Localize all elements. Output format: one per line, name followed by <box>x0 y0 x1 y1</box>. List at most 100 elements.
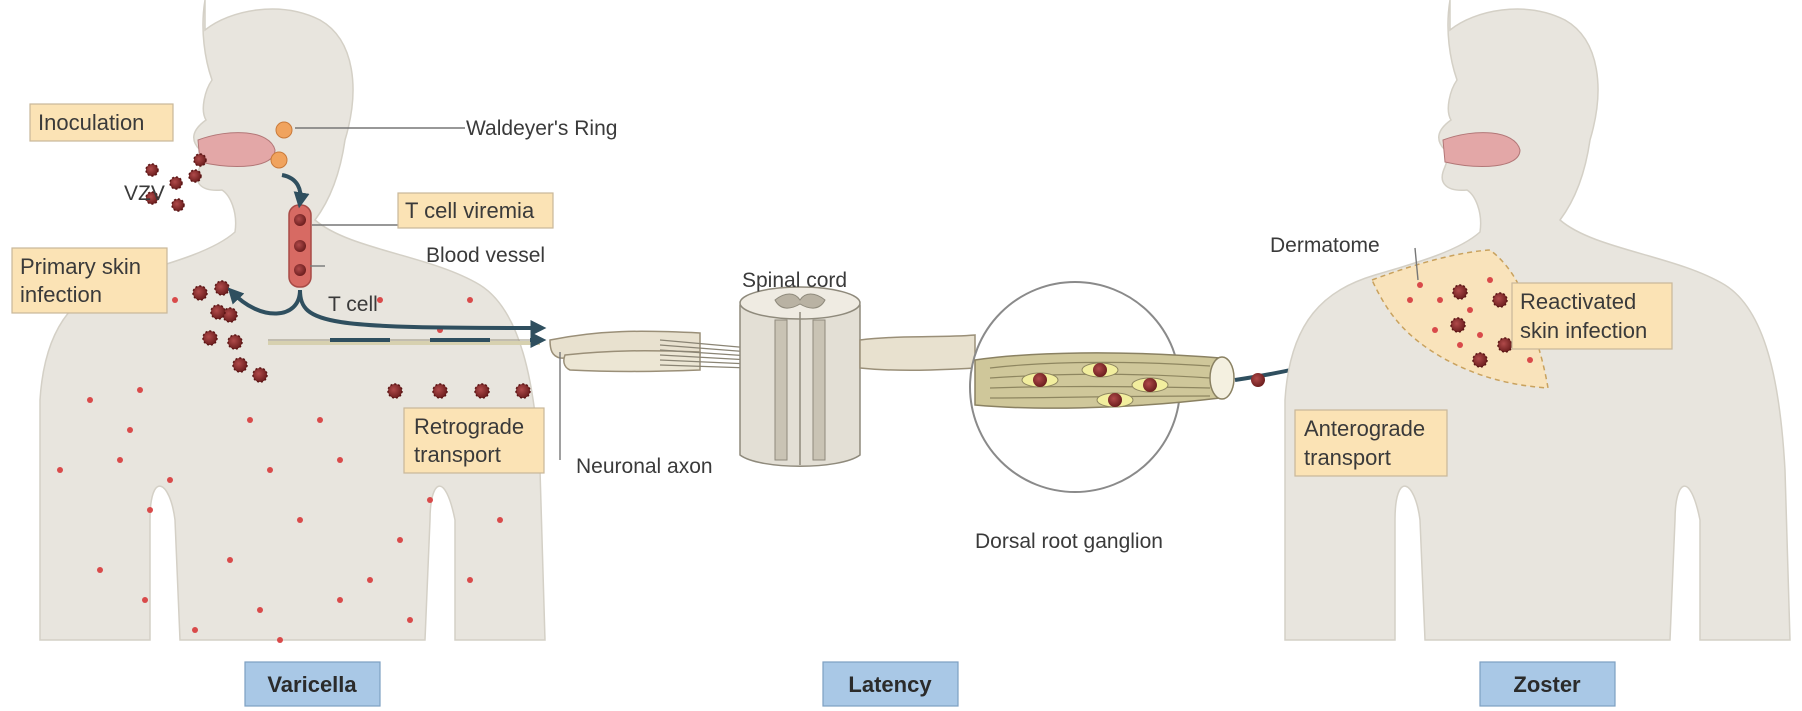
skin-spot <box>407 617 413 623</box>
label-spinal-cord: Spinal cord <box>742 269 847 292</box>
right-oral-cavity <box>1443 133 1520 167</box>
svg-text:Zoster: Zoster <box>1513 672 1581 697</box>
dermatome-spot <box>1527 357 1533 363</box>
skin-spot <box>267 467 273 473</box>
dermatome-spot <box>1407 297 1413 303</box>
axon-virion <box>475 384 489 398</box>
label-anterograde-transport: Anterograde transport <box>1295 410 1447 476</box>
skin-virion <box>215 281 229 295</box>
skin-spot <box>257 607 263 613</box>
t-cell-3 <box>294 264 306 276</box>
reactivated-virion <box>1451 318 1465 332</box>
skin-spot <box>497 517 503 523</box>
skin-spot <box>167 477 173 483</box>
skin-spot <box>377 297 383 303</box>
dermatome-spot <box>1417 282 1423 288</box>
label-inoculation: Inoculation <box>30 104 173 141</box>
vzv-virion <box>146 164 158 176</box>
label-dorsal-root-ganglion: Dorsal root ganglion <box>975 530 1163 553</box>
skin-spot <box>127 427 133 433</box>
svg-text:transport: transport <box>414 442 501 467</box>
skin-spot <box>397 537 403 543</box>
spinal-cord-group <box>550 287 975 466</box>
label-vzv: VZV <box>124 182 165 205</box>
reactivated-virion <box>1453 285 1467 299</box>
skin-spot <box>297 517 303 523</box>
vzv-virion <box>189 170 201 182</box>
varicella-figure <box>40 0 545 640</box>
svg-text:Reactivated: Reactivated <box>1520 289 1636 314</box>
skin-spot <box>367 577 373 583</box>
dermatome-spot <box>1457 342 1463 348</box>
svg-text:Latency: Latency <box>848 672 932 697</box>
label-t-cell-viremia: T cell viremia <box>398 193 553 228</box>
axon-virion <box>388 384 402 398</box>
skin-spot <box>337 457 343 463</box>
svg-text:transport: transport <box>1304 445 1391 470</box>
t-cell-2 <box>294 240 306 252</box>
waldeyer-node-1 <box>276 122 292 138</box>
skin-virion <box>228 335 242 349</box>
skin-spot <box>467 577 473 583</box>
svg-text:skin infection: skin infection <box>1520 318 1647 343</box>
skin-spot <box>117 457 123 463</box>
skin-spot <box>57 467 63 473</box>
stage-varicella: Varicella <box>245 662 380 706</box>
dermatome-spot <box>1467 307 1473 313</box>
svg-text:Primary skin: Primary skin <box>20 254 141 279</box>
skin-spot <box>227 557 233 563</box>
skin-spot <box>467 297 473 303</box>
waldeyer-node-2 <box>271 152 287 168</box>
vzv-virion <box>172 199 184 211</box>
skin-spot <box>247 417 253 423</box>
skin-spot <box>147 507 153 513</box>
skin-virion <box>233 358 247 372</box>
reactivated-virion <box>1493 293 1507 307</box>
skin-virion <box>211 305 225 319</box>
skin-spot <box>277 637 283 643</box>
label-primary-skin-infection: Primary skin infection <box>12 248 167 313</box>
skin-spot <box>192 627 198 633</box>
label-reactivated-skin-infection: Reactivated skin infection <box>1512 283 1672 349</box>
reactivated-virion <box>1498 338 1512 352</box>
axon-virion <box>516 384 530 398</box>
svg-text:Retrograde: Retrograde <box>414 414 524 439</box>
skin-virion <box>253 368 267 382</box>
svg-text:T cell viremia: T cell viremia <box>405 198 535 223</box>
t-cell-1 <box>294 214 306 226</box>
dorsal-root-ganglion <box>970 282 1234 492</box>
skin-spot <box>427 497 433 503</box>
label-t-cell: T cell <box>328 293 378 316</box>
skin-spot <box>137 387 143 393</box>
dermatome-spot <box>1477 332 1483 338</box>
svg-text:infection: infection <box>20 282 102 307</box>
skin-virion <box>203 331 217 345</box>
dermatome-spot <box>1432 327 1438 333</box>
reactivated-virion <box>1473 353 1487 367</box>
dermatome-spot <box>1437 297 1443 303</box>
label-dermatome: Dermatome <box>1270 234 1380 257</box>
label-blood-vessel: Blood vessel <box>426 244 545 267</box>
skin-spot <box>87 397 93 403</box>
stage-latency: Latency <box>823 662 958 706</box>
skin-spot <box>172 297 178 303</box>
skin-spot <box>337 597 343 603</box>
left-oral-cavity <box>198 133 275 167</box>
axon-virion <box>433 384 447 398</box>
stage-zoster: Zoster <box>1480 662 1615 706</box>
svg-text:Varicella: Varicella <box>267 672 357 697</box>
svg-text:Inoculation: Inoculation <box>38 110 144 135</box>
skin-virion <box>193 286 207 300</box>
vzv-virion <box>194 154 206 166</box>
label-retrograde-transport: Retrograde transport <box>404 408 544 473</box>
skin-spot <box>97 567 103 573</box>
label-neuronal-axon: Neuronal axon <box>576 455 713 478</box>
left-body-silhouette <box>40 0 545 640</box>
label-waldeyers-ring: Waldeyer's Ring <box>466 117 617 140</box>
dermatome-spot <box>1487 277 1493 283</box>
skin-spot <box>317 417 323 423</box>
svg-text:Anterograde: Anterograde <box>1304 416 1425 441</box>
skin-spot <box>142 597 148 603</box>
vzv-virion <box>170 177 182 189</box>
